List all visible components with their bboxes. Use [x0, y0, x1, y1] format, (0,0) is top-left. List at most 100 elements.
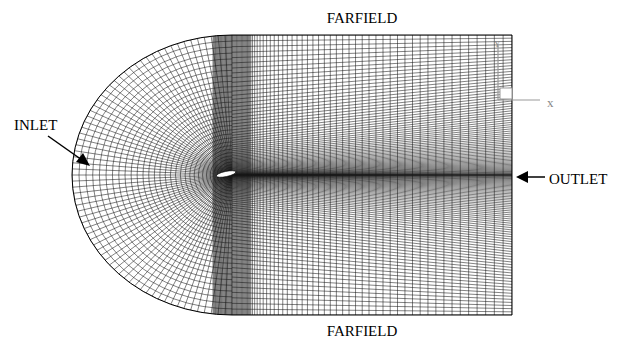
- mesh-line: [412, 30, 413, 320]
- mesh-line: [244, 30, 245, 320]
- mesh-line: [213, 30, 214, 320]
- mesh-line: [214, 30, 215, 320]
- mesh-line: [86, 47, 232, 303]
- axis-x: [498, 99, 540, 100]
- mesh-line: [238, 30, 239, 320]
- mesh-line: [164, 175, 232, 302]
- mesh-line: [318, 30, 319, 320]
- mesh-line: [278, 30, 279, 320]
- label-holder: Y: [494, 33, 501, 51]
- mesh-line: [390, 30, 391, 320]
- axis-y: [497, 44, 498, 100]
- mesh-line: [297, 30, 298, 320]
- mesh-line: [119, 76, 232, 274]
- mesh-line: [213, 30, 214, 320]
- mesh-line: [225, 175, 232, 315]
- mesh-line: [246, 30, 247, 320]
- boundary-label: INLET: [14, 117, 57, 133]
- inlet-arrow: [48, 136, 82, 160]
- mesh-line: [336, 30, 337, 320]
- axis-label: x: [547, 95, 554, 110]
- label-holder: FARFIELD: [327, 9, 398, 27]
- mesh-line: [435, 30, 436, 320]
- mesh-line: [468, 30, 469, 320]
- mesh-line: [503, 30, 504, 320]
- label-holder: x: [547, 93, 554, 111]
- mesh-line: [260, 30, 261, 320]
- mesh-line: [244, 30, 245, 320]
- mesh-line: [250, 30, 251, 320]
- boundary-label: FARFIELD: [327, 10, 398, 26]
- mesh-line: [427, 30, 428, 320]
- mesh-line: [420, 30, 421, 320]
- mesh-line: [239, 30, 240, 320]
- mesh-line: [270, 30, 271, 320]
- mesh-line: [485, 30, 486, 320]
- mesh-line: [460, 30, 461, 320]
- mesh-line: [240, 30, 241, 320]
- mesh-line: [349, 30, 350, 320]
- mesh-line: [452, 30, 453, 320]
- mesh-line: [237, 30, 238, 320]
- mesh-line: [404, 30, 405, 320]
- arrow-head: [516, 171, 528, 183]
- mesh-line: [254, 30, 255, 320]
- mesh-line: [266, 30, 267, 320]
- mesh-line: [243, 30, 244, 320]
- mesh-line: [257, 30, 258, 320]
- mesh-line: [225, 35, 232, 175]
- mesh-line: [242, 30, 243, 320]
- mesh-line: [73, 175, 232, 187]
- mesh-line: [72, 175, 232, 181]
- mesh-line: [312, 30, 313, 320]
- mesh-line: [263, 30, 264, 320]
- label-holder: FARFIELD: [327, 322, 398, 340]
- mesh-line: [93, 53, 232, 297]
- label-holder: OUTLET: [549, 170, 607, 188]
- label-holder: INLET: [14, 116, 57, 134]
- mesh-line: [307, 30, 308, 320]
- mesh-line: [252, 30, 253, 320]
- mesh-line: [215, 30, 216, 320]
- mesh-line: [324, 30, 325, 320]
- axis-label: Y: [494, 39, 501, 49]
- mesh-line: [234, 30, 235, 320]
- mesh-line: [250, 30, 251, 320]
- mesh-line: [247, 30, 248, 320]
- mesh-line: [369, 30, 370, 320]
- mesh-line: [282, 30, 283, 320]
- mesh-line: [245, 30, 246, 320]
- mesh-line: [397, 30, 398, 320]
- mesh-grid: [72, 30, 512, 320]
- mesh-line: [235, 30, 236, 320]
- mesh-line: [72, 35, 232, 315]
- mesh-line: [97, 100, 232, 175]
- mesh-line: [236, 30, 237, 320]
- mesh-line: [87, 116, 232, 175]
- arrow-head: [76, 153, 90, 166]
- mesh-line: [274, 30, 275, 320]
- mesh-line: [73, 163, 232, 175]
- mesh-line: [342, 30, 343, 320]
- mesh-line: [302, 30, 303, 320]
- airfoil: [216, 169, 237, 178]
- outlet-arrow: [526, 176, 545, 178]
- mesh-line: [234, 30, 235, 320]
- mesh-line: [125, 81, 232, 268]
- mesh-line: [375, 30, 376, 320]
- mesh-line: [241, 30, 242, 320]
- mesh-line: [249, 30, 250, 320]
- mesh-line: [72, 175, 232, 176]
- mesh-line: [330, 30, 331, 320]
- domain-boundary: [72, 35, 512, 315]
- mesh-line: [248, 30, 249, 320]
- mesh-line: [477, 30, 478, 320]
- mesh-line: [362, 30, 363, 320]
- mesh-line: [443, 30, 444, 320]
- mesh-line: [79, 41, 232, 309]
- mesh-line: [355, 30, 356, 320]
- boundary-label: OUTLET: [549, 171, 607, 187]
- mesh-line: [383, 30, 384, 320]
